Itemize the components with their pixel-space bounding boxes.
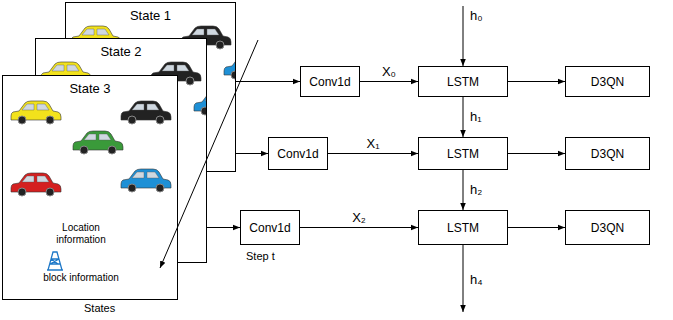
process-box: LSTM (418, 137, 508, 170)
process-box: D3QN (565, 210, 650, 245)
car-body (73, 131, 123, 150)
connector (463, 97, 464, 137)
box-label: Conv1d (249, 221, 290, 235)
car-wheel (18, 116, 26, 124)
car-window (192, 29, 219, 35)
car-body (11, 173, 61, 192)
connector (300, 227, 418, 228)
car-wheel (156, 184, 164, 192)
car-icon (224, 56, 236, 79)
block-icon (47, 252, 63, 270)
caption-label: States (84, 302, 115, 314)
connector (508, 81, 565, 82)
car-window (162, 65, 189, 71)
state-title: State 2 (36, 44, 206, 59)
connector (328, 153, 418, 154)
box-label: D3QN (591, 75, 624, 89)
car-wheel (80, 146, 88, 154)
connector (508, 227, 565, 228)
state-title: State 1 (66, 8, 235, 23)
h0-input-arrow (463, 6, 464, 66)
car-wheel (108, 146, 116, 154)
car-wheel (128, 116, 136, 124)
edge-label: X₂ (351, 211, 367, 225)
car-window (205, 95, 207, 101)
car-icon (194, 92, 207, 115)
car-window (235, 59, 236, 65)
process-box: Conv1d (240, 210, 300, 245)
connector (360, 81, 418, 82)
box-label: LSTM (447, 221, 479, 235)
step-label: Step t (246, 250, 275, 262)
box-label: Conv1d (277, 147, 318, 161)
car-wheel (128, 184, 136, 192)
process-box: Conv1d (268, 137, 328, 170)
state-title: State 3 (3, 81, 177, 96)
edge-label: h₁ (469, 110, 483, 124)
car-window (132, 172, 159, 178)
car-illustration (3, 76, 178, 300)
car-icon (11, 101, 61, 124)
car-wheel (186, 77, 194, 85)
car-icon (73, 131, 123, 154)
state-note: block information (41, 272, 121, 284)
edge-label: X₀ (381, 65, 397, 79)
car-window (82, 29, 109, 35)
edge-label: X₁ (365, 137, 380, 151)
edge-label: h₂ (469, 183, 483, 197)
state-card: State 3 Location information block informa… (2, 75, 178, 300)
state-note: Location information (41, 222, 121, 246)
hidden-state-label: h₄ (470, 272, 483, 287)
step-arrow (160, 40, 258, 268)
car-wheel (46, 188, 54, 196)
process-box: Conv1d (300, 66, 360, 97)
car-wheel (18, 188, 26, 196)
box-label: D3QN (591, 147, 624, 161)
process-box: D3QN (565, 137, 650, 170)
car-body (11, 101, 61, 120)
car-wheel (156, 116, 164, 124)
car-wheel (231, 71, 236, 79)
barrier-stroke (47, 252, 63, 270)
car-window (52, 65, 79, 71)
car-window (132, 104, 159, 110)
car-wheel (201, 107, 207, 115)
car-wheel (46, 116, 54, 124)
hidden-state-label: h₀ (470, 8, 483, 23)
car-icon (121, 169, 171, 192)
process-box: D3QN (565, 66, 650, 97)
connector (463, 170, 464, 210)
car-window (84, 134, 111, 140)
car-window (22, 176, 49, 182)
car-icon (11, 173, 61, 196)
connector (236, 81, 300, 82)
box-label: Conv1d (309, 75, 350, 89)
connector (508, 153, 565, 154)
box-label: D3QN (591, 221, 624, 235)
box-label: LSTM (447, 75, 479, 89)
car-body (121, 169, 171, 188)
process-box: LSTM (418, 210, 508, 245)
car-window (22, 104, 49, 110)
process-box: LSTM (418, 66, 508, 97)
car-wheel (216, 41, 224, 49)
car-icon (121, 101, 171, 124)
box-label: LSTM (447, 147, 479, 161)
car-body (121, 101, 171, 120)
h4-output-arrow (463, 245, 464, 312)
